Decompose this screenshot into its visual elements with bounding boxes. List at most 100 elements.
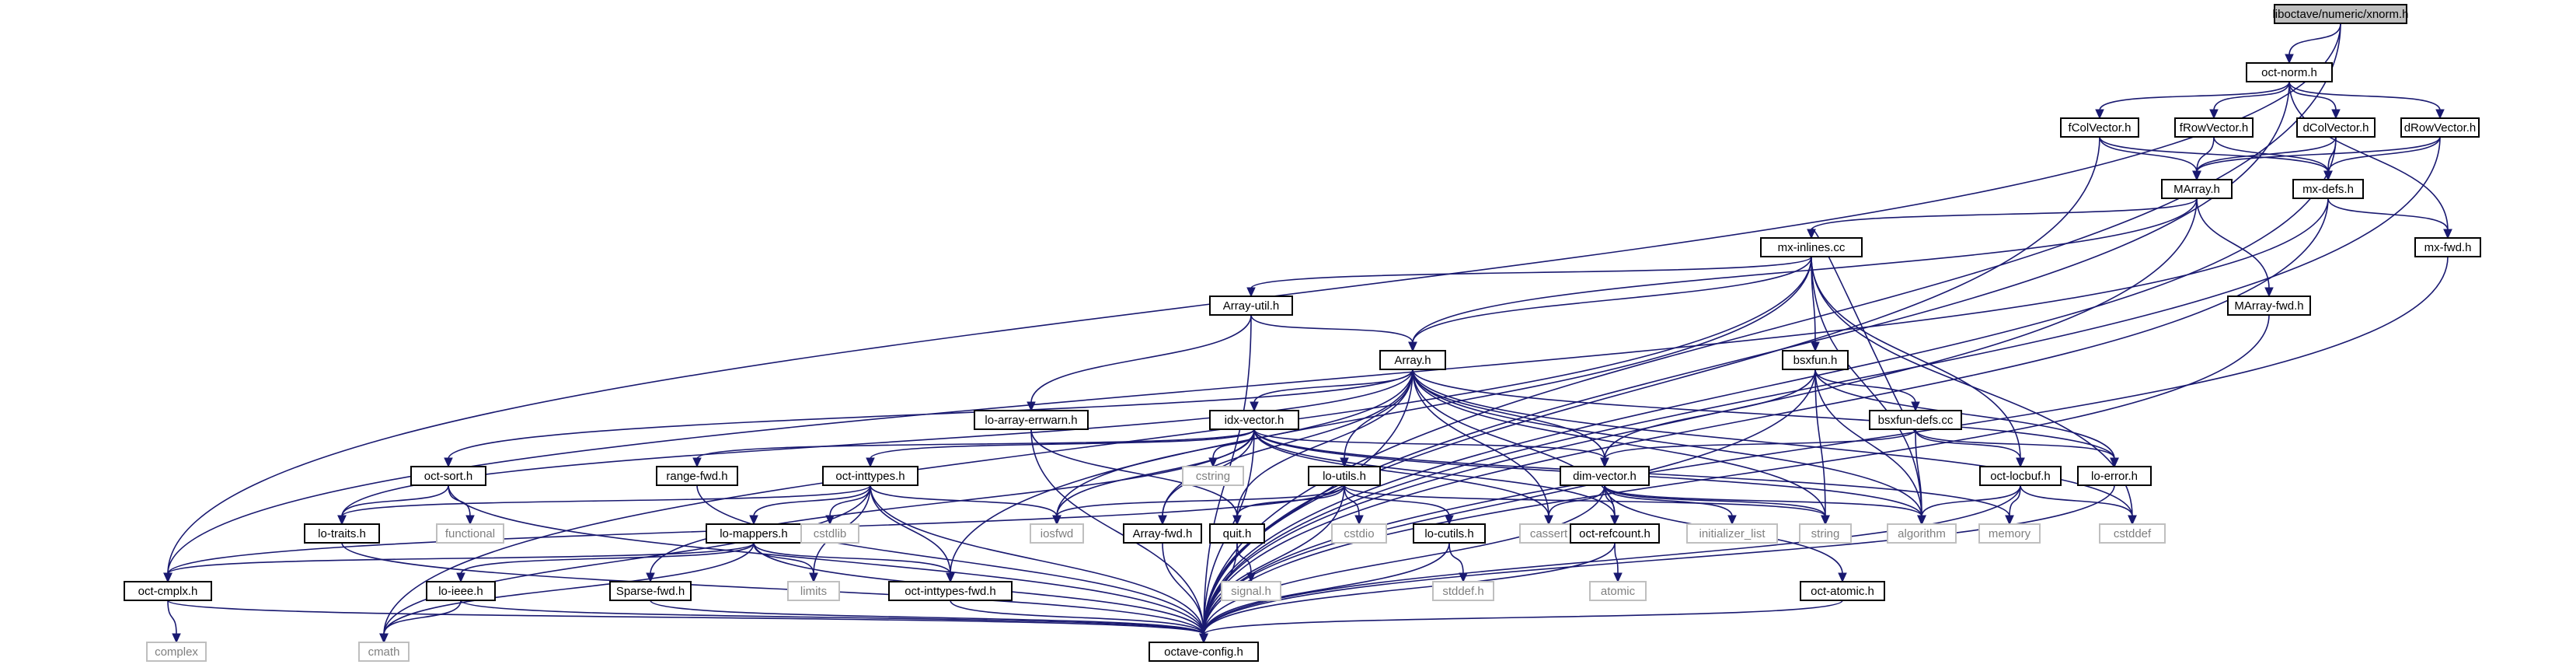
node-marrayfwd[interactable]: MArray-fwd.h (2227, 296, 2311, 316)
edge-arrowhead (1250, 401, 1259, 412)
node-label: mx-defs.h (2302, 183, 2354, 196)
node-box (2274, 4, 2407, 24)
edge-lomappers-to-limits (753, 542, 818, 583)
edge-line (1203, 542, 1450, 635)
node-loerror[interactable]: lo-error.h (2077, 466, 2152, 486)
edge-loutils-to-iosfwd (1052, 484, 1345, 526)
edge-arrowhead (2209, 109, 2219, 120)
node-dcolvec[interactable]: dColVector.h (2296, 117, 2376, 138)
node-rangefwd[interactable]: range-fwd.h (656, 466, 738, 486)
node-box (1149, 642, 1259, 662)
edge-arrowhead (1459, 572, 1468, 583)
node-box (2077, 466, 2152, 486)
node-box (800, 523, 859, 544)
edge-line (1604, 484, 1922, 517)
node-mxfwd[interactable]: mx-fwd.h (2414, 237, 2481, 257)
edge-bsxfundefs-to-octlocbuf (1915, 428, 2025, 468)
edge-arrowhead (946, 572, 955, 583)
edge-line (383, 542, 755, 635)
node-octcmplx[interactable]: oct-cmplx.h (124, 581, 212, 601)
node-label: quit.h (1223, 527, 1252, 540)
node-octinttypesfwd[interactable]: oct-inttypes-fwd.h (888, 581, 1013, 601)
node-octatomic[interactable]: oct-atomic.h (1800, 581, 1885, 601)
edge-arrowhead (1821, 515, 1830, 526)
node-arrayfwd[interactable]: Array-fwd.h (1123, 523, 1202, 544)
node-idxvector[interactable]: idx-vector.h (1209, 410, 1299, 430)
edge-line (1203, 136, 2337, 635)
node-label: oct-atomic.h (1811, 585, 1874, 598)
edge-line (1412, 256, 1812, 344)
edge-line (1412, 369, 1922, 517)
edge-lomappers-to-octcmplx (163, 542, 755, 583)
node-octaveconfig[interactable]: octave-config.h (1149, 642, 1259, 662)
node-loieee[interactable]: lo-ieee.h (426, 581, 496, 601)
node-octlocbuf[interactable]: oct-locbuf.h (1979, 466, 2062, 486)
node-box (358, 642, 410, 662)
edge-arrowhead (337, 515, 347, 526)
edge-line (1203, 484, 1345, 635)
node-box (1570, 523, 1660, 544)
edge-line (1344, 484, 1360, 517)
edge-arrowhead (646, 572, 655, 583)
node-bsxfun[interactable]: bsxfun.h (1782, 350, 1849, 370)
node-octsort[interactable]: oct-sort.h (410, 466, 486, 486)
edge-line (460, 600, 1204, 635)
node-array[interactable]: Array.h (1379, 350, 1446, 370)
node-arrayutil[interactable]: Array-util.h (1209, 296, 1293, 316)
node-complex: complex (146, 642, 207, 662)
node-root[interactable]: liboctave/numeric/xnorm.h (2272, 4, 2409, 24)
node-box (974, 410, 1089, 430)
node-bsxfundefs[interactable]: bsxfun-defs.cc (1869, 410, 1962, 430)
edge-line (167, 600, 177, 635)
node-functional: functional (436, 523, 504, 544)
edge-arrowhead (1610, 515, 1619, 526)
node-loutils[interactable]: lo-utils.h (1308, 466, 1381, 486)
node-label: MArray.h (2173, 183, 2220, 196)
node-octnorm[interactable]: oct-norm.h (2246, 62, 2333, 82)
edge-line (383, 256, 1812, 635)
node-locutils[interactable]: lo-cutils.h (1413, 523, 1486, 544)
node-marray[interactable]: MArray.h (2161, 179, 2233, 199)
node-drowvec[interactable]: dRowVector.h (2400, 117, 2480, 138)
node-box (1221, 581, 1281, 601)
node-dimvector[interactable]: dim-vector.h (1560, 466, 1650, 486)
edge-arrowhead (1246, 572, 1256, 583)
edge-line (1056, 428, 1255, 517)
node-box (609, 581, 692, 601)
edge-arrayutil-to-loarrayerr (1027, 314, 1252, 412)
node-label: lo-error.h (2091, 470, 2138, 483)
node-label: fColVector.h (2069, 121, 2132, 135)
edge-line (1203, 256, 2449, 635)
node-loarrayerr[interactable]: lo-array-errwarn.h (974, 410, 1089, 430)
node-mxdefs[interactable]: mx-defs.h (2292, 179, 2364, 199)
edge-line (1203, 484, 1605, 635)
edge-layer (163, 23, 2452, 644)
edge-idxvector-to-rangefwd (692, 428, 1255, 468)
node-sparsefwd[interactable]: Sparse-fwd.h (609, 581, 692, 601)
node-label: cstring (1196, 470, 1230, 483)
node-octinttypes[interactable]: oct-inttypes.h (822, 466, 919, 486)
node-lomappers[interactable]: lo-mappers.h (706, 523, 802, 544)
edge-line (650, 600, 1204, 635)
edge-line (2099, 136, 2198, 173)
edge-line (870, 484, 951, 575)
node-fcolvec[interactable]: fColVector.h (2060, 117, 2139, 138)
node-mxinlines[interactable]: mx-inlines.cc (1760, 237, 1863, 257)
edge-line (167, 198, 2329, 575)
node-octrefcount[interactable]: oct-refcount.h (1570, 523, 1660, 544)
node-quith[interactable]: quit.h (1209, 523, 1265, 544)
node-box (1308, 466, 1381, 486)
edge-line (1604, 369, 1816, 460)
node-lotraits[interactable]: lo-traits.h (304, 523, 380, 544)
node-label: signal.h (1231, 585, 1271, 598)
node-label: cstdlib (814, 527, 847, 540)
node-label: memory (1989, 527, 2031, 540)
node-frowvec[interactable]: fRowVector.h (2174, 117, 2254, 138)
node-box (1123, 523, 1202, 544)
edge-loerror-to-octaveconfig (1199, 484, 2115, 644)
node-box (1760, 237, 1863, 257)
edge-octcmplx-to-complex (167, 600, 181, 644)
edge-line (1253, 428, 1605, 460)
edge-lomappers-to-loieee (456, 542, 755, 583)
node-label: MArray-fwd.h (2234, 299, 2303, 313)
